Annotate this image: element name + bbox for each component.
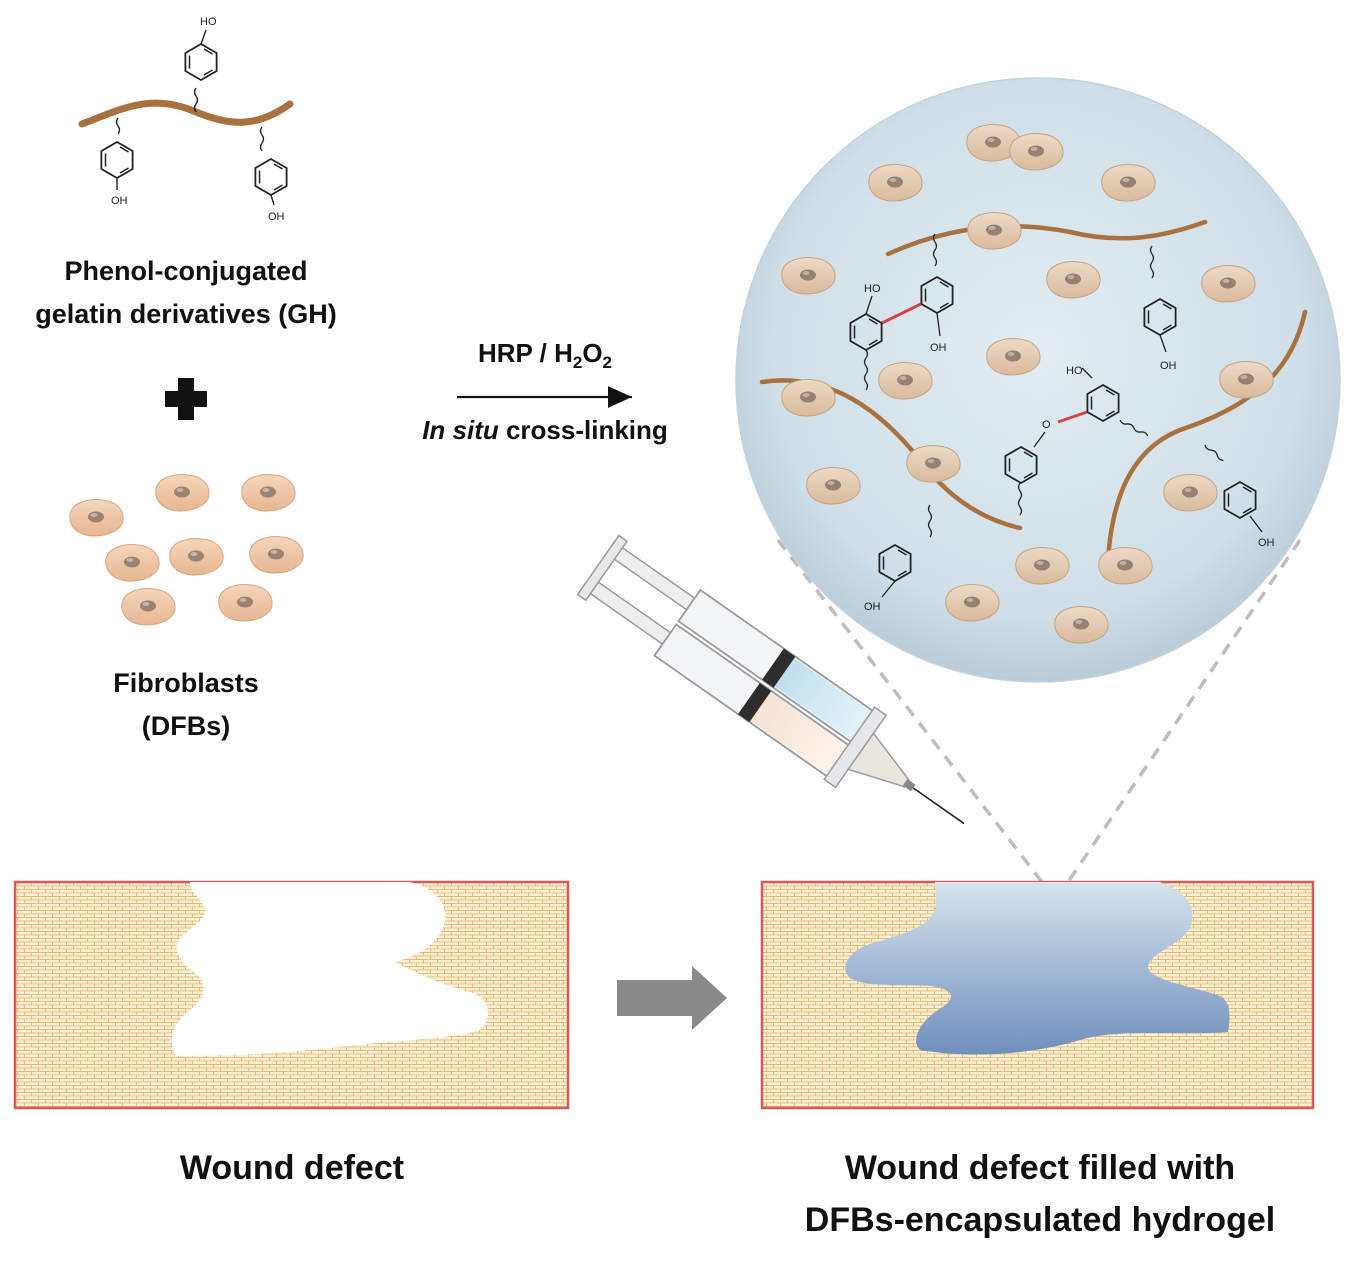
filled-wound-label: Wound defect filled with DFBs-encapsulat… [804, 1149, 1276, 1239]
plus-icon [165, 378, 207, 420]
crosslinking-line: In situ cross-linking [422, 415, 668, 446]
svg-text:OH: OH [1258, 537, 1275, 549]
filled-wound-panel [760, 880, 1315, 1110]
wound-defect-panel [13, 880, 570, 1110]
svg-text:OH: OH [930, 342, 947, 354]
svg-text:HO: HO [200, 16, 217, 28]
svg-text:HO: HO [1066, 365, 1083, 377]
reagent-line: HRP / H2O2 [477, 338, 613, 373]
svg-text:O: O [1042, 419, 1051, 431]
svg-text:HO: HO [864, 283, 881, 295]
svg-text:OH: OH [1160, 360, 1177, 372]
zoom-lines [776, 538, 1302, 884]
polymer-illustration: HO OH OH [78, 16, 294, 223]
reaction-conditions: HRP / H2O2 In situ cross-linking [380, 338, 710, 446]
svg-text:OH: OH [268, 211, 285, 223]
wound-defect-label: Wound defect [179, 1149, 405, 1187]
fibroblast-cluster [69, 474, 304, 626]
process-arrow [617, 966, 727, 1030]
cells-label: Fibroblasts (DFBs) [113, 668, 259, 741]
svg-text:OH: OH [111, 195, 128, 207]
dual-syringe [576, 534, 965, 825]
polymer-label: Phenol-conjugated gelatin derivatives (G… [35, 256, 337, 329]
svg-text:OH: OH [864, 601, 881, 613]
hydrogel-network-magnified: OH HO OH HO O OH OH [735, 77, 1341, 683]
